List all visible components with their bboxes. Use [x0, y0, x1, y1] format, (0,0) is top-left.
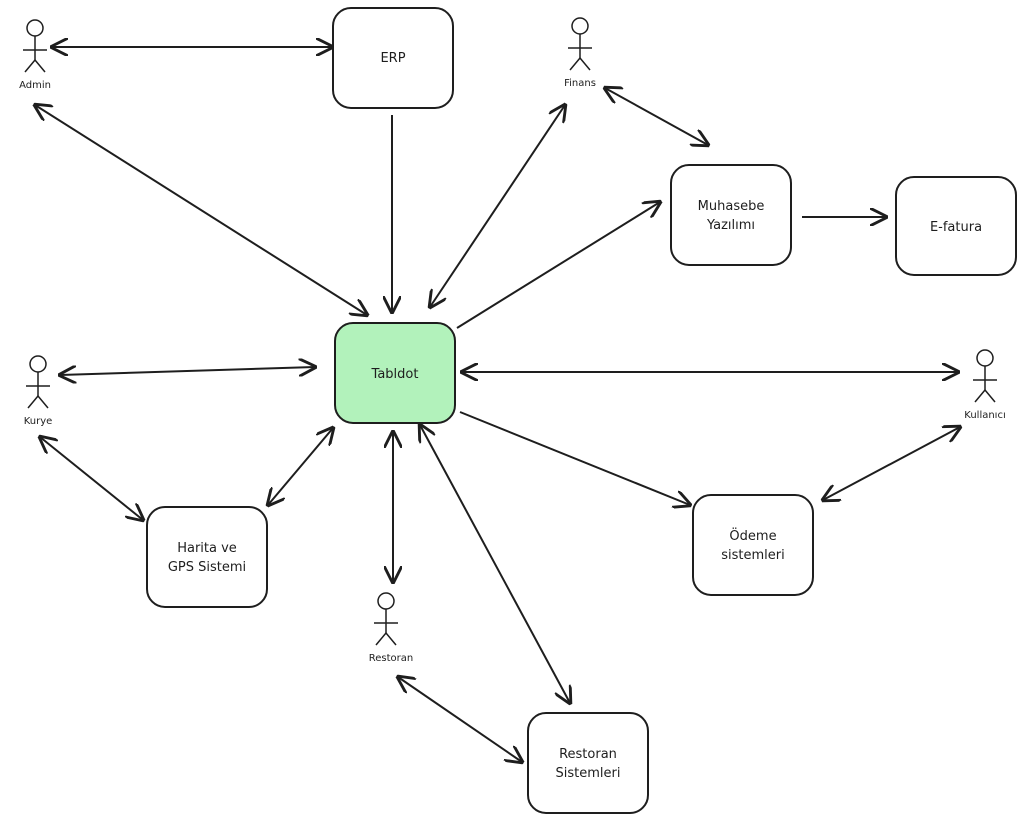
node-label: Sistemleri	[556, 766, 621, 781]
edge-restoran-restoran-sistemleri	[398, 677, 522, 762]
node-label: E-fatura	[930, 220, 982, 235]
node-efatura[interactable]: E-fatura	[895, 176, 1017, 276]
node-label: Tabldot	[371, 367, 419, 382]
node-label: Yazılımı	[706, 218, 755, 233]
actor-kullanici[interactable]: Kullanıcı	[964, 349, 1006, 421]
edge-finans-tabldot	[430, 105, 565, 307]
node-restoran-sistemleri[interactable]: Restoran Sistemleri	[527, 712, 649, 814]
actor-icon	[568, 17, 592, 71]
edge-kurye-harita	[40, 437, 143, 520]
edge-finans-muhasebe	[605, 88, 708, 145]
actor-label: Restoran	[369, 653, 413, 664]
edge-kullanici-odeme	[823, 427, 960, 500]
node-label: Ödeme	[729, 527, 776, 544]
edge-kurye-tabldot	[60, 367, 315, 375]
node-muhasebe[interactable]: Muhasebe Yazılımı	[670, 164, 792, 266]
node-label: ERP	[380, 51, 405, 66]
node-odeme[interactable]: Ödeme sistemleri	[692, 494, 814, 596]
actor-admin[interactable]: Admin	[19, 19, 51, 91]
edge-tabldot-odeme	[459, 411, 690, 505]
edge-tabldot-muhasebe	[456, 202, 660, 329]
edge-harita-tabldot	[268, 428, 333, 505]
edge-tabldot-restoran-sistemleri	[420, 425, 570, 703]
node-label: Harita ve	[177, 541, 237, 556]
node-label: GPS Sistemi	[168, 560, 246, 575]
actor-icon	[973, 349, 997, 403]
actor-icon	[374, 592, 398, 646]
actor-restoran[interactable]: Restoran	[369, 592, 413, 664]
node-harita[interactable]: Harita ve GPS Sistemi	[146, 506, 268, 608]
node-label: sistemleri	[721, 548, 784, 563]
node-tabldot[interactable]: Tabldot	[334, 322, 456, 424]
actor-finans[interactable]: Finans	[564, 17, 596, 89]
actor-icon	[23, 19, 47, 73]
actor-label: Admin	[19, 80, 51, 91]
node-label: Muhasebe	[698, 199, 765, 214]
node-erp[interactable]: ERP	[332, 7, 454, 109]
node-label: Restoran	[559, 747, 617, 762]
actor-kurye[interactable]: Kurye	[24, 355, 53, 427]
edge-admin-tabldot	[35, 105, 367, 315]
actor-label: Finans	[564, 78, 596, 89]
actor-icon	[26, 355, 50, 409]
actor-label: Kullanıcı	[964, 410, 1005, 421]
actor-label: Kurye	[24, 416, 53, 427]
